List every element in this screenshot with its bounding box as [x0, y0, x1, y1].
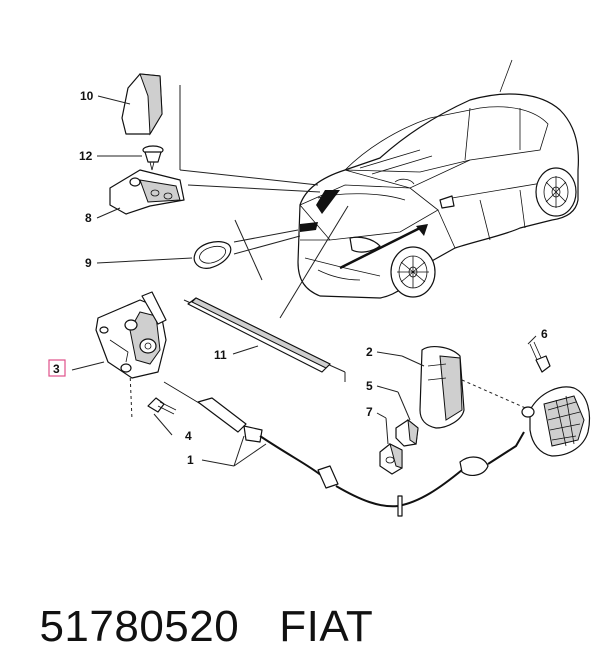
callout-7: 7: [366, 405, 373, 419]
part-12-clip: [97, 145, 164, 171]
part-5-clip: [376, 385, 419, 447]
part-number: 51780520: [39, 602, 240, 651]
callout-6: 6: [541, 327, 548, 341]
callout-3: 3: [53, 362, 60, 376]
part-6-screw: [527, 335, 551, 373]
part-7-clip: [376, 412, 403, 475]
callout-4: 4: [185, 429, 192, 443]
callout-12: 12: [79, 149, 93, 163]
callout-10: 10: [80, 89, 94, 103]
brand-name: FIAT: [279, 602, 374, 651]
car-illustration: [297, 59, 580, 299]
part-11-strip: [187, 297, 331, 373]
release-lever: [521, 386, 591, 457]
callout-5: 5: [366, 379, 373, 393]
callout-2: 2: [366, 345, 373, 359]
part-10-bracket: [97, 73, 163, 136]
caption: 51780520 FIAT: [14, 552, 373, 651]
part-8-plate: [96, 169, 185, 219]
part-4-bolt: [147, 397, 177, 436]
callout-labels: 10 12 8 9 3 11 4 1 2 5 7 6: [53, 89, 548, 467]
part-2-handle: [376, 346, 465, 429]
callout-8: 8: [85, 211, 92, 225]
part-1-cable: [163, 381, 525, 517]
callout-9: 9: [85, 256, 92, 270]
part-9-gasket: [96, 241, 232, 269]
part-3-latch: [48, 291, 167, 379]
callout-11: 11: [214, 348, 227, 362]
parts-diagram: 10 12 8 9 3 11 4 1 2 5 7 6: [48, 59, 591, 517]
callout-1: 1: [187, 453, 194, 467]
highlight-box: [48, 359, 66, 377]
